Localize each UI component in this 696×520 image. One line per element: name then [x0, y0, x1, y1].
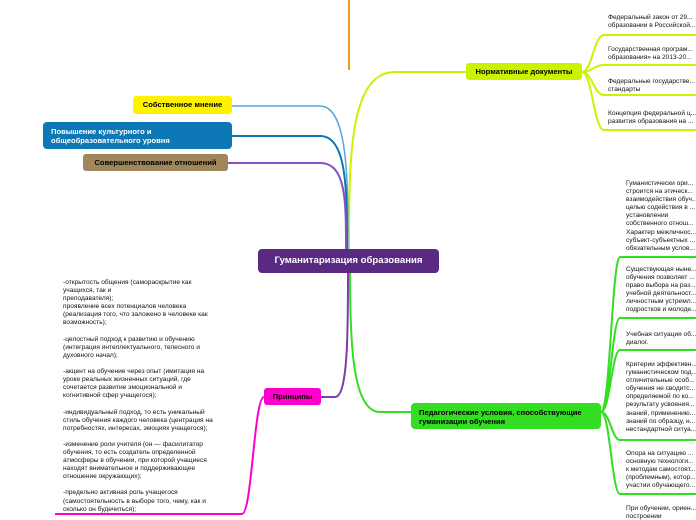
subtopic-ped-3[interactable]: Учебная ситуация об... диалог.	[626, 331, 696, 347]
central-topic[interactable]: Гуманитаризация образования	[258, 249, 439, 273]
subtopic-ped-2[interactable]: Существующая ныне... обучения позволяет …	[626, 266, 696, 314]
central-topic-label: Гуманитаризация образования	[274, 255, 423, 266]
subtopic-doc-4[interactable]: Концепция федеральной ц... развития обра…	[608, 110, 696, 126]
principles-note[interactable]: -открытость общения (самораскрытие как у…	[63, 279, 213, 513]
subtopic-ped-5[interactable]: Опора на ситуацию ... основную технологи…	[626, 450, 696, 490]
connector-ped	[349, 272, 411, 413]
subtopic-doc-2[interactable]: Государственная програм... образования» …	[608, 46, 693, 62]
subtopic-ped-1[interactable]: Гуманистически ори... строится на этичес…	[626, 180, 696, 252]
connector-normative	[348, 71, 466, 250]
topic-normative-documents-label: Нормативные документы	[475, 67, 573, 76]
topic-normative-documents[interactable]: Нормативные документы	[466, 63, 582, 80]
subtopic-ped-6[interactable]: При обучении, ориен... построении	[626, 505, 696, 520]
topic-culture-level-label: Повышение культурного и общеобразователь…	[51, 127, 170, 145]
topic-relations-label: Совершенствование отношений	[94, 158, 217, 167]
subtopic-ped-4[interactable]: Критерии эффективн... гуманистическом по…	[626, 361, 696, 433]
topic-own-opinion-label: Собственное мнение	[142, 100, 223, 109]
topic-culture-level[interactable]: Повышение культурного и общеобразователь…	[43, 122, 232, 149]
topic-pedagogical-conditions[interactable]: Педагогические условия, способствующие г…	[411, 403, 601, 429]
connector-culture	[232, 135, 348, 250]
topic-principles[interactable]: Принципы	[264, 388, 321, 405]
subtopic-doc-1[interactable]: Федеральный закон от 29... образовании в…	[608, 14, 696, 30]
topic-own-opinion[interactable]: Собственное мнение	[133, 96, 232, 114]
topic-pedagogical-conditions-label: Педагогические условия, способствующие г…	[419, 408, 582, 426]
connector-own-opinion	[232, 105, 349, 250]
topic-principles-label: Принципы	[272, 392, 313, 401]
topic-relations[interactable]: Совершенствование отношений	[83, 154, 228, 171]
connector-principles	[321, 272, 349, 398]
connector-relations	[228, 162, 347, 250]
subtopic-doc-3[interactable]: Федеральные государстве... стандарты	[608, 78, 695, 94]
